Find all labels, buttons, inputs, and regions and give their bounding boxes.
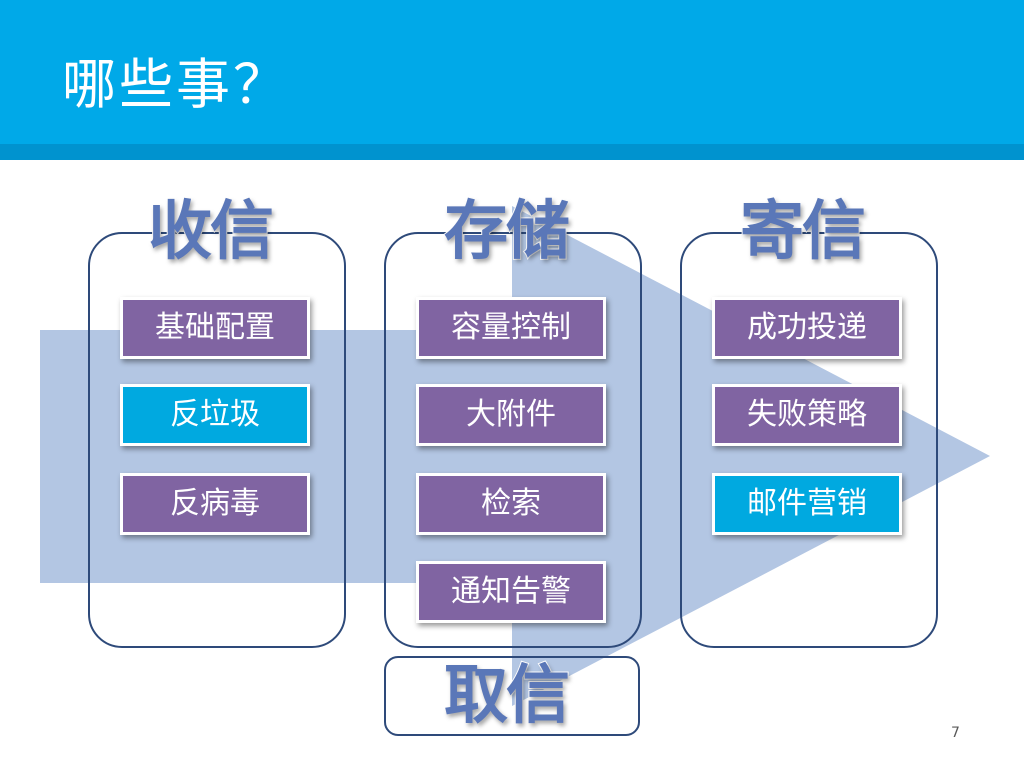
item-capacity-control: 容量控制 <box>416 297 606 359</box>
horizontal-band <box>40 330 520 583</box>
receive-heading: 收信 <box>147 195 275 269</box>
fetch-heading: 取信 <box>443 659 571 733</box>
item-successful-delivery: 成功投递 <box>712 297 902 359</box>
storage-heading: 存储 <box>443 195 571 269</box>
fetch-group <box>384 656 640 736</box>
item-anti-virus: 反病毒 <box>120 473 310 535</box>
item-email-marketing: 邮件营销 <box>712 473 902 535</box>
item-large-attachment: 大附件 <box>416 384 606 446</box>
receive-group <box>88 232 346 648</box>
page-number: 7 <box>951 725 960 741</box>
chevron-arrow <box>512 206 990 706</box>
item-failure-strategy: 失败策略 <box>712 384 902 446</box>
slide-header: 哪些事？ <box>0 0 1024 160</box>
item-search: 检索 <box>416 473 606 535</box>
send-heading: 寄信 <box>739 195 867 269</box>
item-notification-alert: 通知告警 <box>416 561 606 623</box>
send-group <box>680 232 938 648</box>
item-basic-config: 基础配置 <box>120 297 310 359</box>
storage-group <box>384 232 642 648</box>
slide-title: 哪些事？ <box>62 53 290 116</box>
header-stripe <box>0 144 1024 160</box>
item-anti-spam: 反垃圾 <box>120 384 310 446</box>
